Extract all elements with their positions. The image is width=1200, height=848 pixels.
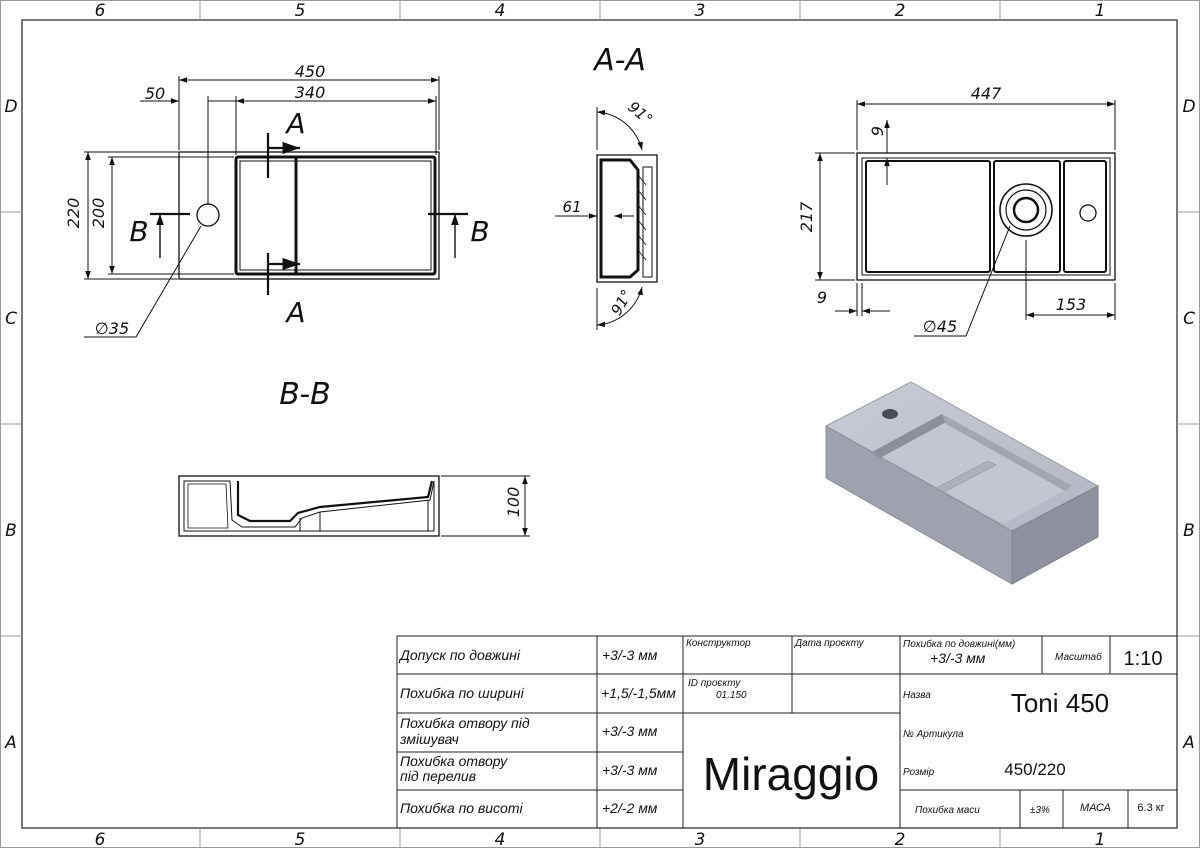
frame-col-2: 2	[895, 1, 906, 21]
tb-row-label-3-line-1: Похибка отвору під	[400, 715, 530, 731]
basin-bowl-top	[234, 155, 437, 276]
frame-row-c: C	[5, 309, 17, 329]
tb-row-label-2: Похибка по ширині	[400, 685, 525, 701]
basin-outline-top	[178, 151, 440, 280]
tb-project-id-label: ID проєкту	[688, 678, 741, 689]
tb-name-value: Toni 450	[1011, 688, 1109, 718]
tb-size-label: Розмір	[903, 767, 935, 778]
cut-label-a-bottom: A	[284, 296, 305, 329]
tb-length-tol-value: +3/-3 мм	[930, 650, 986, 666]
tb-row-value-1: +3/-3 мм	[602, 647, 658, 663]
frame-row-a: A	[4, 733, 17, 753]
basin-bowl-inner	[239, 160, 432, 271]
frame-row-c-right: C	[1183, 309, 1195, 329]
frame-col-6: 6	[95, 1, 106, 21]
frame-col-1-bottom: 1	[1095, 830, 1106, 848]
cut-label-b-right: B	[470, 215, 489, 248]
frame-col-4: 4	[495, 1, 506, 21]
dim-rear-rim: 9	[868, 126, 887, 136]
section-aa-view	[555, 107, 658, 330]
drain-ring-outer	[999, 183, 1053, 237]
tb-article-label: № Артикула	[903, 729, 964, 740]
iso-tap-hole	[882, 409, 898, 419]
frame-col-3: 3	[695, 1, 706, 21]
tap-hole-rear	[1079, 204, 1097, 222]
frame-row-d: D	[4, 97, 17, 117]
tb-row-label-4-line-1: Похибка отвору	[400, 753, 508, 769]
tb-row-value-5: +2/-2 мм	[602, 800, 658, 816]
frame-col-3-bottom: 3	[695, 830, 706, 848]
dim-top-height: 220	[64, 198, 83, 229]
tb-mass-label: МАСА	[1080, 802, 1111, 814]
tb-scale-value: 1:10	[1124, 648, 1163, 670]
tb-row-label-4: Похибка отвору під перелив	[400, 753, 511, 784]
dim-rear-offset: 153	[1056, 295, 1087, 314]
dim-angle-bottom: 91°	[607, 286, 636, 318]
tb-date-label: Дата проєкту	[794, 638, 865, 649]
cut-label-a-top: A	[284, 107, 305, 140]
frame-col-4-bottom: 4	[495, 830, 506, 848]
dim-rear-edge: 9	[817, 288, 827, 307]
title-block: Допуск по довжині +3/-3 мм Похибка по ши…	[396, 635, 1178, 829]
tb-designer-label: Конструктор	[686, 638, 751, 649]
tb-brand-logo: Miraggio	[703, 748, 879, 800]
tb-row-label-5: Похибка по висоті	[400, 800, 523, 816]
section-bb-title: B-B	[279, 377, 330, 412]
tb-size-value: 450/220	[1004, 760, 1065, 779]
top-view	[84, 76, 468, 338]
dim-top-inner-height: 200	[89, 198, 108, 229]
frame-col-5-bottom: 5	[295, 830, 306, 848]
frame-col-1: 1	[1095, 1, 1106, 21]
dim-top-width: 450	[295, 62, 326, 81]
dim-rear-height: 217	[797, 201, 816, 232]
tb-project-id: 01.150	[716, 690, 747, 701]
tb-scale-label: Масштаб	[1055, 651, 1102, 663]
tb-row-label-3: Похибка отвору під змішувач	[399, 715, 533, 747]
frame-row-b-right: B	[1183, 521, 1195, 541]
dim-section-depth: 61	[562, 198, 581, 216]
drain-hole	[1012, 196, 1040, 224]
tb-row-value-3: +3/-3 мм	[602, 723, 658, 739]
rear-view	[815, 100, 1116, 337]
tb-mass-value: 6.3 кг	[1137, 802, 1164, 814]
dim-bb-height: 100	[504, 487, 523, 518]
cut-label-b-left: B	[129, 215, 148, 248]
tb-length-tol-label: Похибка по довжині(мм)	[903, 638, 1015, 650]
frame-col-2-bottom: 2	[895, 830, 906, 848]
section-aa-title: A-A	[592, 43, 646, 78]
tb-row-label-3-line-2: змішувач	[399, 731, 459, 747]
tb-row-label-4-line-2: під перелив	[400, 768, 476, 784]
tb-mass-tol-value: ±3%	[1030, 805, 1050, 816]
tb-row-label-1: Допуск по довжині	[398, 647, 521, 663]
frame-row-a-right: A	[1182, 733, 1195, 753]
frame-col-6-bottom: 6	[95, 830, 106, 848]
tb-name-label: Назва	[903, 690, 931, 701]
dim-angle-top: 91°	[624, 98, 656, 129]
tb-row-value-2: +1,5/-1,5мм	[601, 685, 676, 701]
dim-top-inner: 340	[295, 83, 326, 102]
dim-drain-diameter: ∅45	[923, 317, 957, 336]
dim-top-offset: 50	[145, 84, 165, 103]
section-bb-view	[178, 475, 530, 537]
tap-hole-top	[196, 203, 220, 227]
frame-col-5: 5	[295, 1, 306, 21]
dim-hole-diameter: ∅35	[95, 319, 129, 338]
frame-row-b: B	[5, 521, 17, 541]
isometric-render	[824, 381, 1100, 585]
frame-row-d-right: D	[1182, 97, 1195, 117]
tb-row-value-4: +3/-3 мм	[602, 762, 658, 778]
dim-rear-width: 447	[971, 84, 1002, 103]
tb-mass-tol-label: Похибка маси	[915, 804, 980, 816]
